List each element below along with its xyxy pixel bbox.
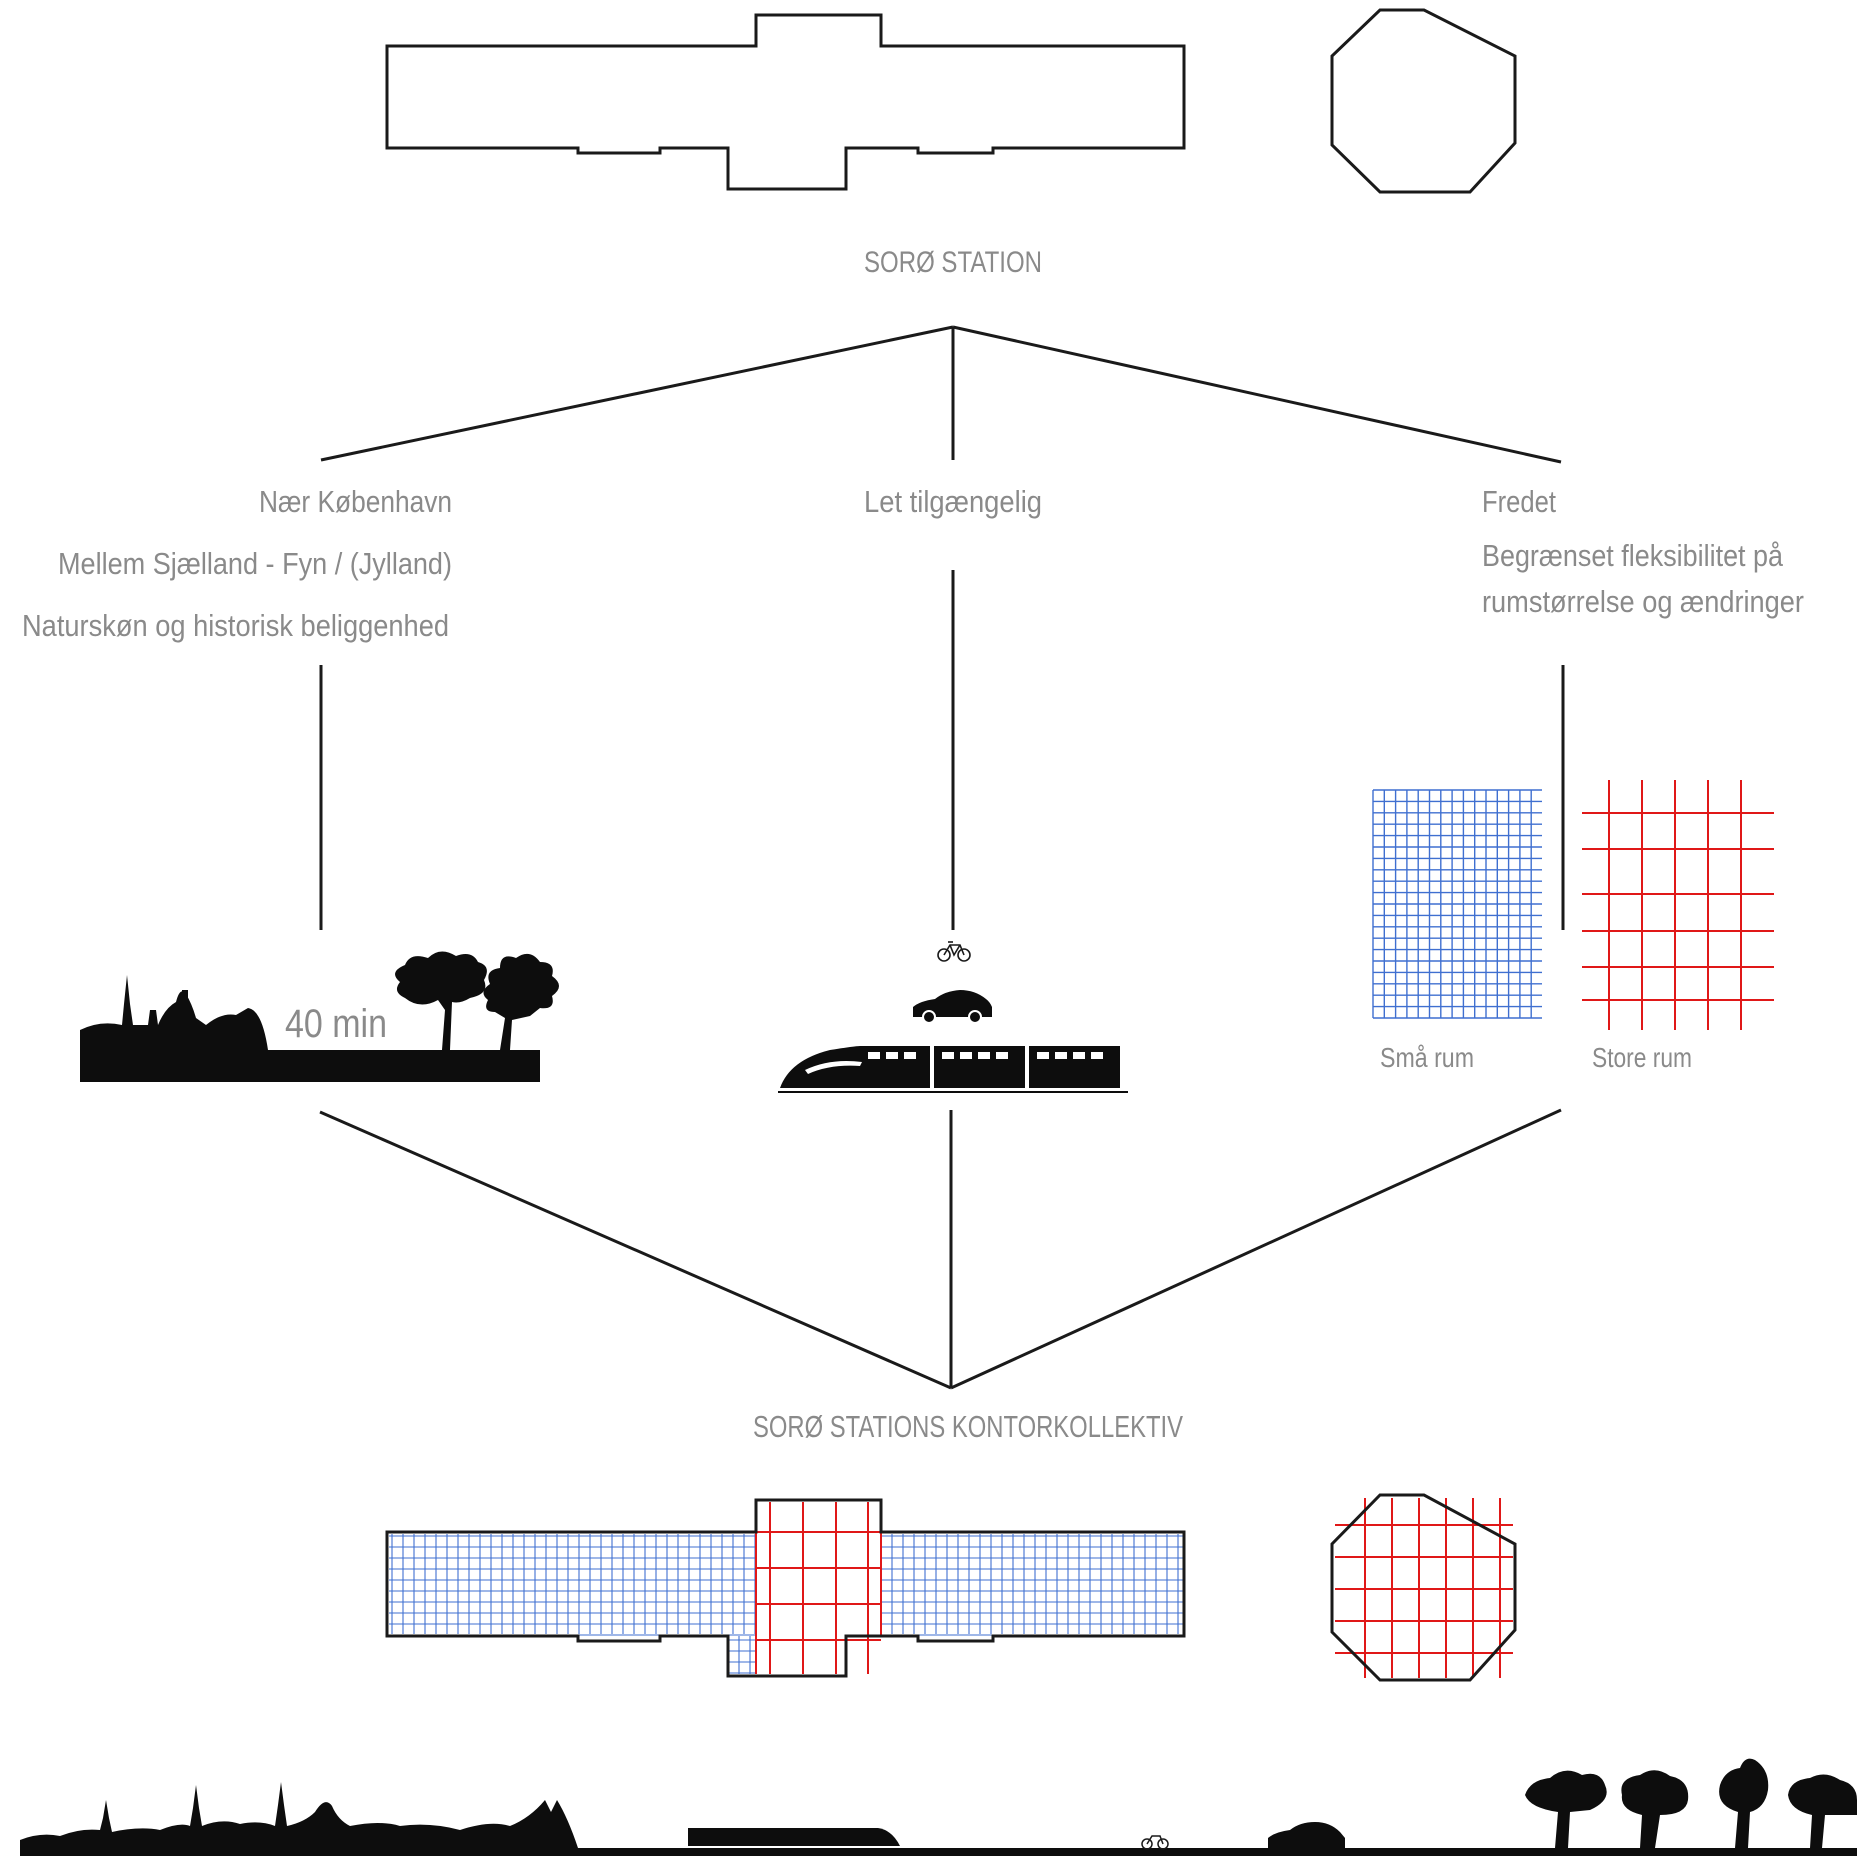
right-heading: Fredet xyxy=(1482,484,1556,519)
title-kontorkollektiv: SORØ STATIONS KONTORKOLLEKTIV xyxy=(753,1409,1183,1444)
station-building-outline xyxy=(385,13,1186,191)
tree-icon xyxy=(395,951,559,1050)
octagon-pavilion-outline xyxy=(1330,8,1517,194)
tree-icon xyxy=(1525,1770,1607,1848)
city-skyline-icon xyxy=(80,975,540,1082)
converted-plan-grids xyxy=(389,1498,1513,1678)
bottom-connectors xyxy=(319,1108,1562,1390)
small-rooms-grid xyxy=(1372,789,1542,1019)
tree-icon xyxy=(1621,1770,1689,1848)
title-sorø-station: SORØ STATION xyxy=(864,246,1042,279)
right-description-2: rumstørrelse og ændringer xyxy=(1482,584,1804,619)
bicycle-icon xyxy=(937,941,971,962)
top-connectors xyxy=(320,325,1562,464)
bottom-strip xyxy=(20,1758,1857,1856)
train-icon xyxy=(778,1046,1128,1093)
travel-time-label: 40 min xyxy=(285,1002,387,1046)
car-icon xyxy=(1268,1822,1345,1848)
city-skyline-icon xyxy=(20,1782,578,1848)
converted-octagon-outline xyxy=(1330,1493,1517,1682)
left-line-2: Mellem Sjælland - Fyn / (Jylland) xyxy=(58,546,452,581)
tree-icon xyxy=(1719,1758,1769,1848)
large-rooms-grid xyxy=(1582,780,1774,1030)
right-description-1: Begrænset fleksibilitet på xyxy=(1482,538,1784,573)
left-line-3: Naturskøn og historisk beliggenhed xyxy=(22,608,449,643)
tree-icon xyxy=(1788,1774,1857,1848)
converted-station-outline xyxy=(385,1498,1186,1678)
center-line: Let tilgængelig xyxy=(864,484,1042,519)
large-rooms-label: Store rum xyxy=(1592,1042,1692,1073)
left-line-1: Nær København xyxy=(259,484,452,519)
small-rooms-label: Små rum xyxy=(1380,1042,1474,1073)
car-icon xyxy=(913,990,992,1024)
bicycle-icon xyxy=(1141,1835,1169,1850)
